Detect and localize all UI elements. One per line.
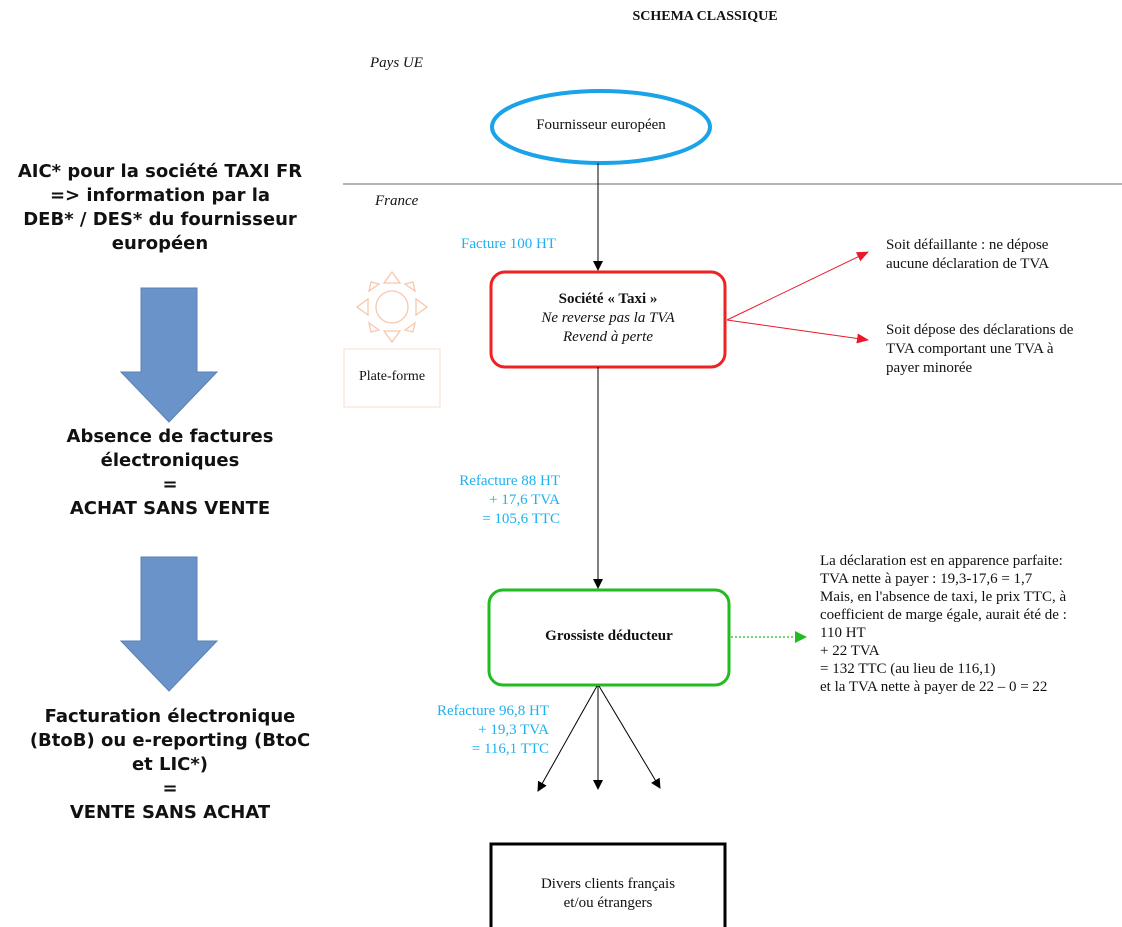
wholesaler-node xyxy=(487,588,731,687)
down-arrow-icon xyxy=(119,556,219,692)
outcome-arrow-defaulting xyxy=(726,251,869,321)
sun-icon xyxy=(355,270,429,344)
outcome-arrow-underdeclaring xyxy=(726,319,869,344)
outcome-underdeclaring-text: Soit dépose des déclarations de TVA comp… xyxy=(886,322,1074,376)
left-text-aic: AIC* pour la société TAXI FR => informat… xyxy=(17,161,303,254)
clients-node xyxy=(489,842,727,927)
explanation-note: La déclaration est en apparence parfaite… xyxy=(820,553,1067,695)
zone-label-eu: Pays UE xyxy=(370,55,423,71)
flow-label-invoice-100: Facture 100 HT xyxy=(461,236,556,252)
down-arrow-icon xyxy=(119,287,219,423)
flow-arrow-wholesaler-to-client-right xyxy=(598,685,661,789)
left-text-sale-without-purchase: Facturation électronique (BtoB) ou e-rep… xyxy=(29,706,311,823)
taxi-company-label: Société « Taxi » Ne reverse pas la TVA R… xyxy=(541,291,675,345)
supplier-label: Fournisseur européen xyxy=(536,117,666,133)
wholesaler-label: Grossiste déducteur xyxy=(545,628,673,644)
flow-arrow-wholesaler-to-client-left xyxy=(537,685,598,792)
flow-label-invoice-96-8: Refacture 96,8 HT + 19,3 TVA = 116,1 TTC xyxy=(436,703,549,757)
flow-label-invoice-88: Refacture 88 HT + 17,6 TVA = 105,6 TTC xyxy=(459,473,560,527)
zone-label-france: France xyxy=(375,193,419,209)
clients-label: Divers clients français et/ou étrangers xyxy=(540,876,676,911)
outcome-defaulting-text: Soit défaillante : ne dépose aucune décl… xyxy=(886,237,1050,272)
platform-label: Plate-forme xyxy=(358,369,426,384)
taxi-company-node xyxy=(489,270,727,369)
supplier-node xyxy=(490,89,712,165)
diagram-title: SCHEMA CLASSIQUE xyxy=(632,9,778,24)
left-text-purchase-without-sale: Absence de factures électroniques = ACHA… xyxy=(66,426,274,519)
platform-box xyxy=(343,348,441,408)
